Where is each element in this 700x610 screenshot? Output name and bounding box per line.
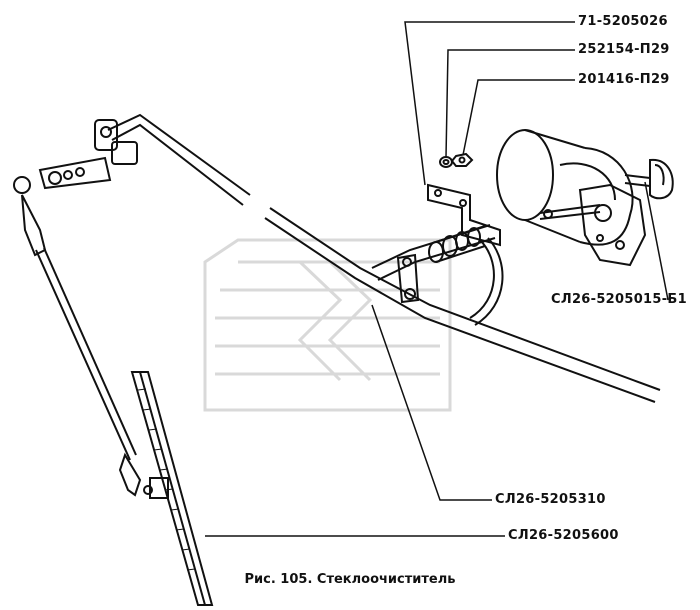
central-crank (396, 225, 486, 304)
watermark-logo (203, 238, 452, 412)
leader-lines (205, 21, 669, 537)
part-label-motor: СЛ26-5205015-Б1 (551, 292, 687, 307)
washer-and-nut (439, 152, 474, 168)
part-label-nut: 201416-П29 (578, 72, 670, 87)
motor-bracket (427, 183, 501, 247)
figure-caption: Рис. 105. Стеклоочиститель (244, 572, 456, 587)
part-label-blade: СЛ26-5205600 (508, 528, 619, 543)
part-label-washer: 252154-П29 (578, 42, 670, 57)
part-label-bolt-ring: 71-5205026 (578, 14, 668, 29)
wiper-arm-left (35, 247, 153, 497)
linkage-rods (107, 113, 661, 403)
part-label-linkage: СЛ26-5205310 (495, 492, 606, 507)
wiper-motor (496, 129, 674, 267)
left-pivot-assembly (13, 119, 138, 257)
wiper-blade (130, 371, 214, 606)
